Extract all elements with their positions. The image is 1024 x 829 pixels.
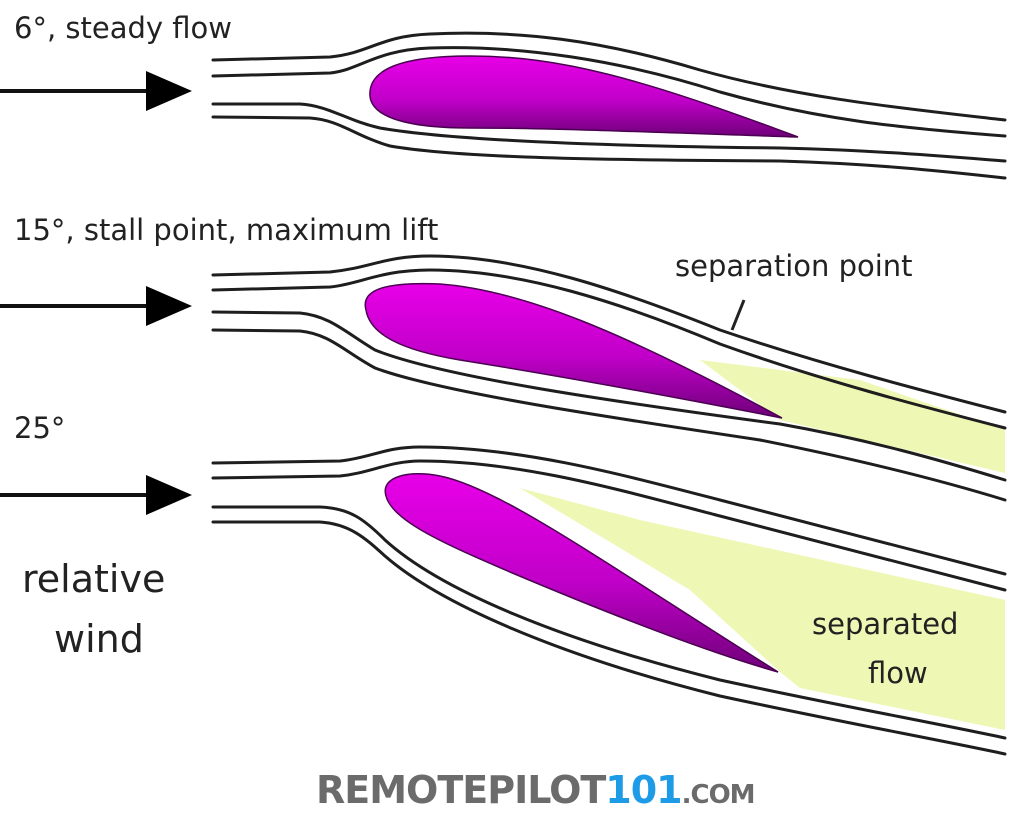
streamline — [211, 115, 1007, 180]
watermark-part-domain: .COM — [682, 780, 755, 810]
separation-point-label: separation point — [675, 249, 913, 283]
streamline — [211, 31, 1007, 122]
separation-point-pointer — [730, 299, 746, 331]
streamline — [211, 459, 1007, 592]
relative-wind-arrow — [0, 71, 192, 111]
streamlines — [211, 254, 1007, 502]
separated-flow-label-line1: separated — [812, 607, 958, 641]
streamlines — [211, 31, 1007, 180]
streamline — [211, 328, 1007, 502]
watermark-logo: REMOTEPILOT101.COM — [316, 768, 755, 812]
streamline — [211, 445, 1007, 576]
separated-flow-label-line2: flow — [868, 656, 928, 690]
separated-flow-region — [520, 488, 1005, 730]
streamline — [211, 310, 1007, 482]
airfoil — [384, 473, 779, 673]
streamline — [211, 46, 1007, 138]
arrow-head-icon — [146, 475, 192, 515]
relative-wind-arrow — [0, 286, 192, 326]
panel-label-steady: 6°, steady flow — [14, 11, 232, 45]
watermark-part-main: REMOTEPILOT — [316, 768, 606, 812]
arrow-head-icon — [146, 71, 192, 111]
watermark-part-accent: 101 — [605, 768, 681, 812]
relative-wind-arrow — [0, 475, 192, 515]
panel-separated-flow: 25° separated flow — [0, 411, 1007, 756]
streamline — [211, 102, 1007, 163]
streamlines — [211, 445, 1007, 756]
panel-stall-point: 15°, stall point, maximum lift separatio… — [0, 213, 1007, 502]
panel-label-separated: 25° — [14, 411, 65, 445]
panel-steady-flow: 6°, steady flow — [0, 11, 1007, 180]
streamline — [211, 520, 1007, 756]
streamline — [211, 268, 1007, 430]
airfoil — [369, 55, 799, 138]
separated-flow-region-small — [700, 360, 1005, 473]
relative-wind-label-line2: wind — [54, 617, 144, 661]
streamline — [211, 505, 1007, 740]
airfoil — [364, 282, 783, 419]
panel-label-stall: 15°, stall point, maximum lift — [14, 213, 438, 247]
relative-wind-label-line1: relative — [22, 557, 165, 601]
arrow-head-icon — [146, 286, 192, 326]
streamline — [211, 254, 1007, 414]
